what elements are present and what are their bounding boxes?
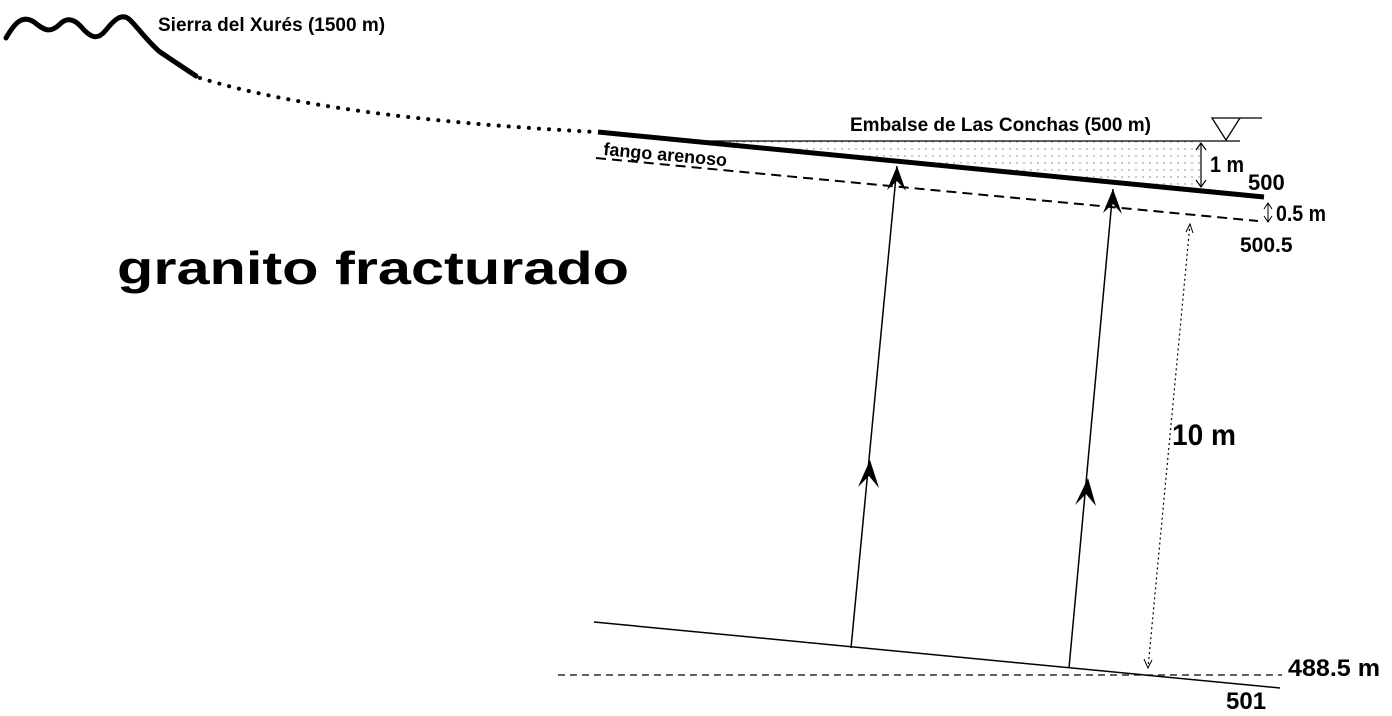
mountain-profile [3,14,199,79]
water-thickness-label: 1 m [1210,152,1244,177]
mud-thickness-dimension [1263,202,1273,223]
sierra-label: Sierra del Xurés (1500 m) [158,15,385,36]
depth-label: 10 m [1172,419,1236,452]
arrowhead-icon [1103,189,1122,214]
embalse-label: Embalse de Las Conchas (500 m) [850,115,1151,136]
water-depth-dimension [1195,141,1207,189]
mud-thickness-label: 0.5 m [1276,201,1326,226]
arrowhead-icon [858,460,879,488]
arrowhead-icon [1075,478,1096,506]
depth-dimension [1143,222,1194,670]
reservoir-bottom-line [597,129,1265,200]
aquifer-base-line [593,621,1281,689]
elevation-500-5-label: 500.5 [1240,234,1293,257]
elevation-488-5-label: 488.5 m [1288,655,1380,682]
elevation-500-label: 500 [1248,170,1285,195]
granito-label: granito fracturado [117,242,629,294]
elevation-501-label: 501 [1226,688,1266,711]
water-table-triangle-icon [1210,117,1262,142]
slope-dotted-line [198,76,598,134]
flow-line-left [850,165,906,649]
arrowhead-icon [887,166,906,191]
flow-line-right [1068,188,1122,669]
